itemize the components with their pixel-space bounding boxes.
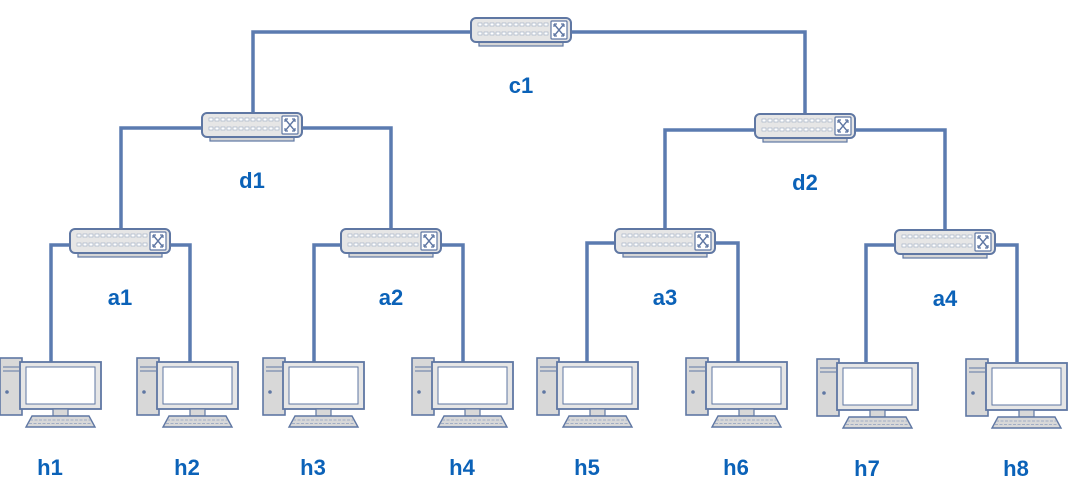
switch-label-a2: a2 [378,285,404,310]
host-label-h4: h4 [449,455,475,480]
switch-icon-a2 [340,228,442,258]
switch-icon-a3 [614,228,716,258]
switch-icon-c1 [470,17,572,47]
switch-label-a3: a3 [652,285,678,310]
link-d2-a4 [805,128,947,231]
computer-icon-h1 [0,357,102,428]
computer-icon-h5 [536,357,639,428]
links-layer [49,30,1019,362]
switch-icon-a4 [894,229,996,259]
host-label-h1: h1 [37,455,63,480]
host-label-h8: h8 [1003,456,1029,481]
link-d1-a2 [252,126,393,230]
link-d2-a3 [663,128,805,230]
switch-icon-d1 [201,112,303,142]
host-label-h2: h2 [174,455,200,480]
switch-label-d2: d2 [792,170,818,195]
host-label-h6: h6 [723,455,749,480]
computer-icon-h3 [262,357,365,428]
devices-layer [0,17,1068,429]
switch-label-a4: a4 [932,286,958,311]
link-c1-d2 [521,30,807,115]
host-label-h7: h7 [854,456,880,481]
computer-icon-h6 [685,357,788,428]
host-label-h3: h3 [300,455,326,480]
switch-label-a1: a1 [107,285,133,310]
switch-label-c1: c1 [508,73,534,98]
link-d1-a1 [119,126,252,230]
switch-icon-a1 [69,228,171,258]
link-c1-d1 [251,30,521,114]
computer-icon-h4 [411,357,514,428]
computer-icon-h8 [965,358,1068,429]
computer-icon-h2 [136,357,239,428]
switch-label-d1: d1 [239,168,265,193]
host-label-h5: h5 [574,455,600,480]
computer-icon-h7 [816,358,919,429]
switch-icon-d2 [754,113,856,143]
